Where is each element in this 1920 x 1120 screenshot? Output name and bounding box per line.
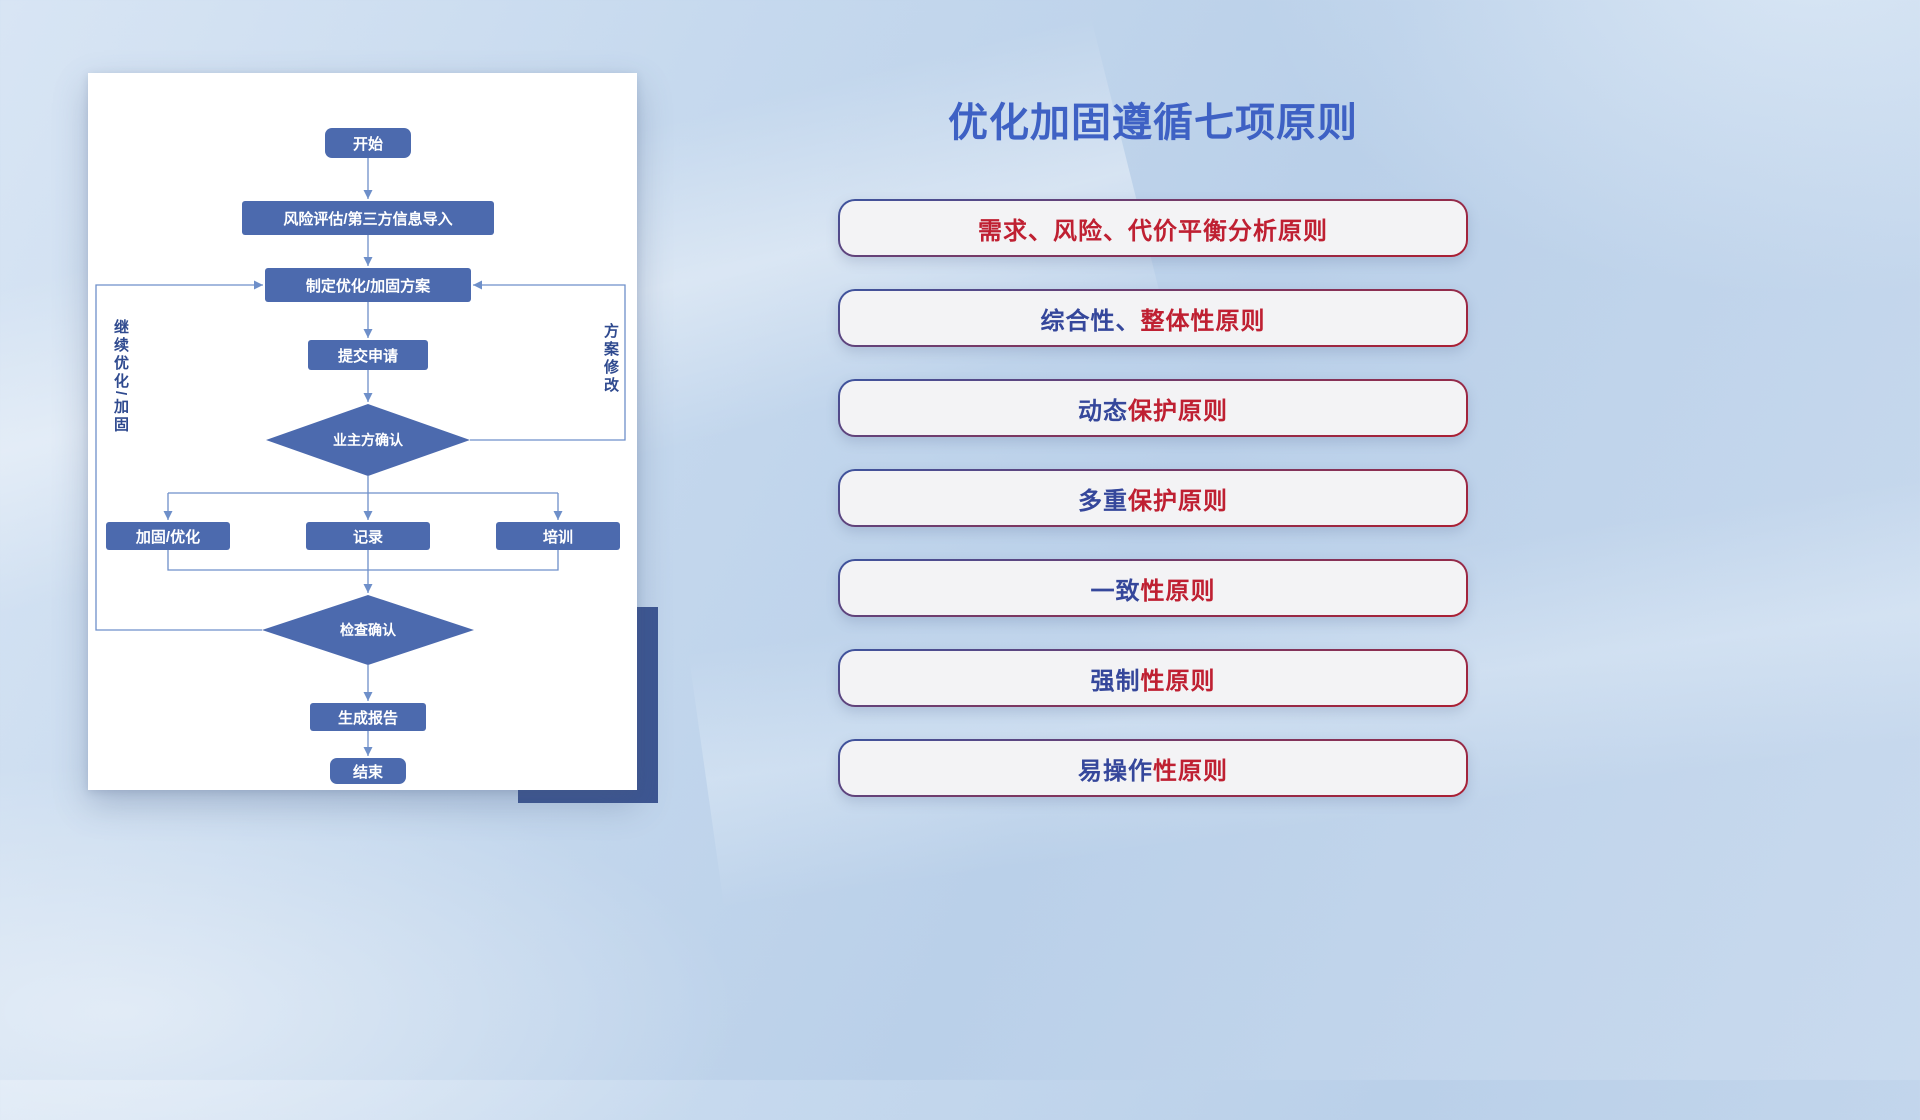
principle-pill: 需求、风险、代价平衡分析原则 (838, 199, 1468, 257)
flow-node-submit-application: 提交申请 (308, 340, 428, 370)
flow-node-generate-report: 生成报告 (310, 703, 426, 731)
principle-text-red: 整体性原则 (1140, 307, 1266, 335)
flow-node-make-plan: 制定优化/加固方案 (265, 268, 471, 302)
flow-node-reinforce-optimize: 加固/优化 (106, 522, 230, 550)
principle-text: 动态保护原则 (840, 381, 1466, 435)
principle-text: 一致性原则 (840, 561, 1466, 615)
slide-title: 优化加固遵循七项原则 (948, 101, 1358, 145)
flow-node-risk-assessment: 风险评估/第三方信息导入 (242, 201, 494, 235)
principle-text-navy: 动态 (1078, 397, 1128, 425)
principle-text-red: 性原则 (1140, 667, 1216, 695)
flow-decision-check-confirm: 检查确认 (262, 595, 474, 665)
flow-node-start: 开始 (325, 128, 411, 158)
principle-text-red: 性原则 (1140, 577, 1216, 605)
background-streak (0, 760, 750, 1120)
principle-pill: 易操作性原则 (838, 739, 1468, 797)
loop-label-plan-revision: 方案修改 (602, 323, 619, 395)
principle-text-navy: 多重 (1078, 487, 1128, 515)
principle-text-red: 需求、风险、代价平衡分析原则 (978, 217, 1328, 245)
principle-text-navy: 易操作 (1078, 757, 1153, 785)
flow-node-record: 记录 (306, 522, 430, 550)
principle-text: 多重保护原则 (840, 471, 1466, 525)
principle-text-red: 性原则 (1153, 757, 1228, 785)
principles-list: 需求、风险、代价平衡分析原则 综合性、整体性原则 动态保护原则 多重保护原则 一… (838, 199, 1468, 797)
principle-text-navy: 强制 (1090, 667, 1141, 695)
principle-text-navy: 一致 (1090, 577, 1141, 605)
principle-pill: 多重保护原则 (838, 469, 1468, 527)
principle-text-red: 保护原则 (1128, 487, 1228, 515)
principle-pill: 综合性、整体性原则 (838, 289, 1468, 347)
principle-text: 需求、风险、代价平衡分析原则 (840, 201, 1466, 255)
principle-text: 综合性、整体性原则 (840, 291, 1466, 345)
loop-label-continue-optimize: 继续优化/加固 (112, 319, 129, 435)
principle-pill: 动态保护原则 (838, 379, 1468, 437)
flow-node-training: 培训 (496, 522, 620, 550)
principle-pill: 强制性原则 (838, 649, 1468, 707)
principle-text: 易操作性原则 (840, 741, 1466, 795)
principle-text: 强制性原则 (840, 651, 1466, 705)
principle-pill: 一致性原则 (838, 559, 1468, 617)
principle-text-red: 保护原则 (1128, 397, 1228, 425)
flow-node-end: 结束 (330, 758, 406, 784)
principle-text-navy: 综合性、 (1040, 307, 1141, 335)
flowchart-panel: 开始 风险评估/第三方信息导入 制定优化/加固方案 提交申请 业主方确认 加固/… (88, 73, 637, 790)
flow-decision-owner-confirm: 业主方确认 (266, 404, 470, 476)
